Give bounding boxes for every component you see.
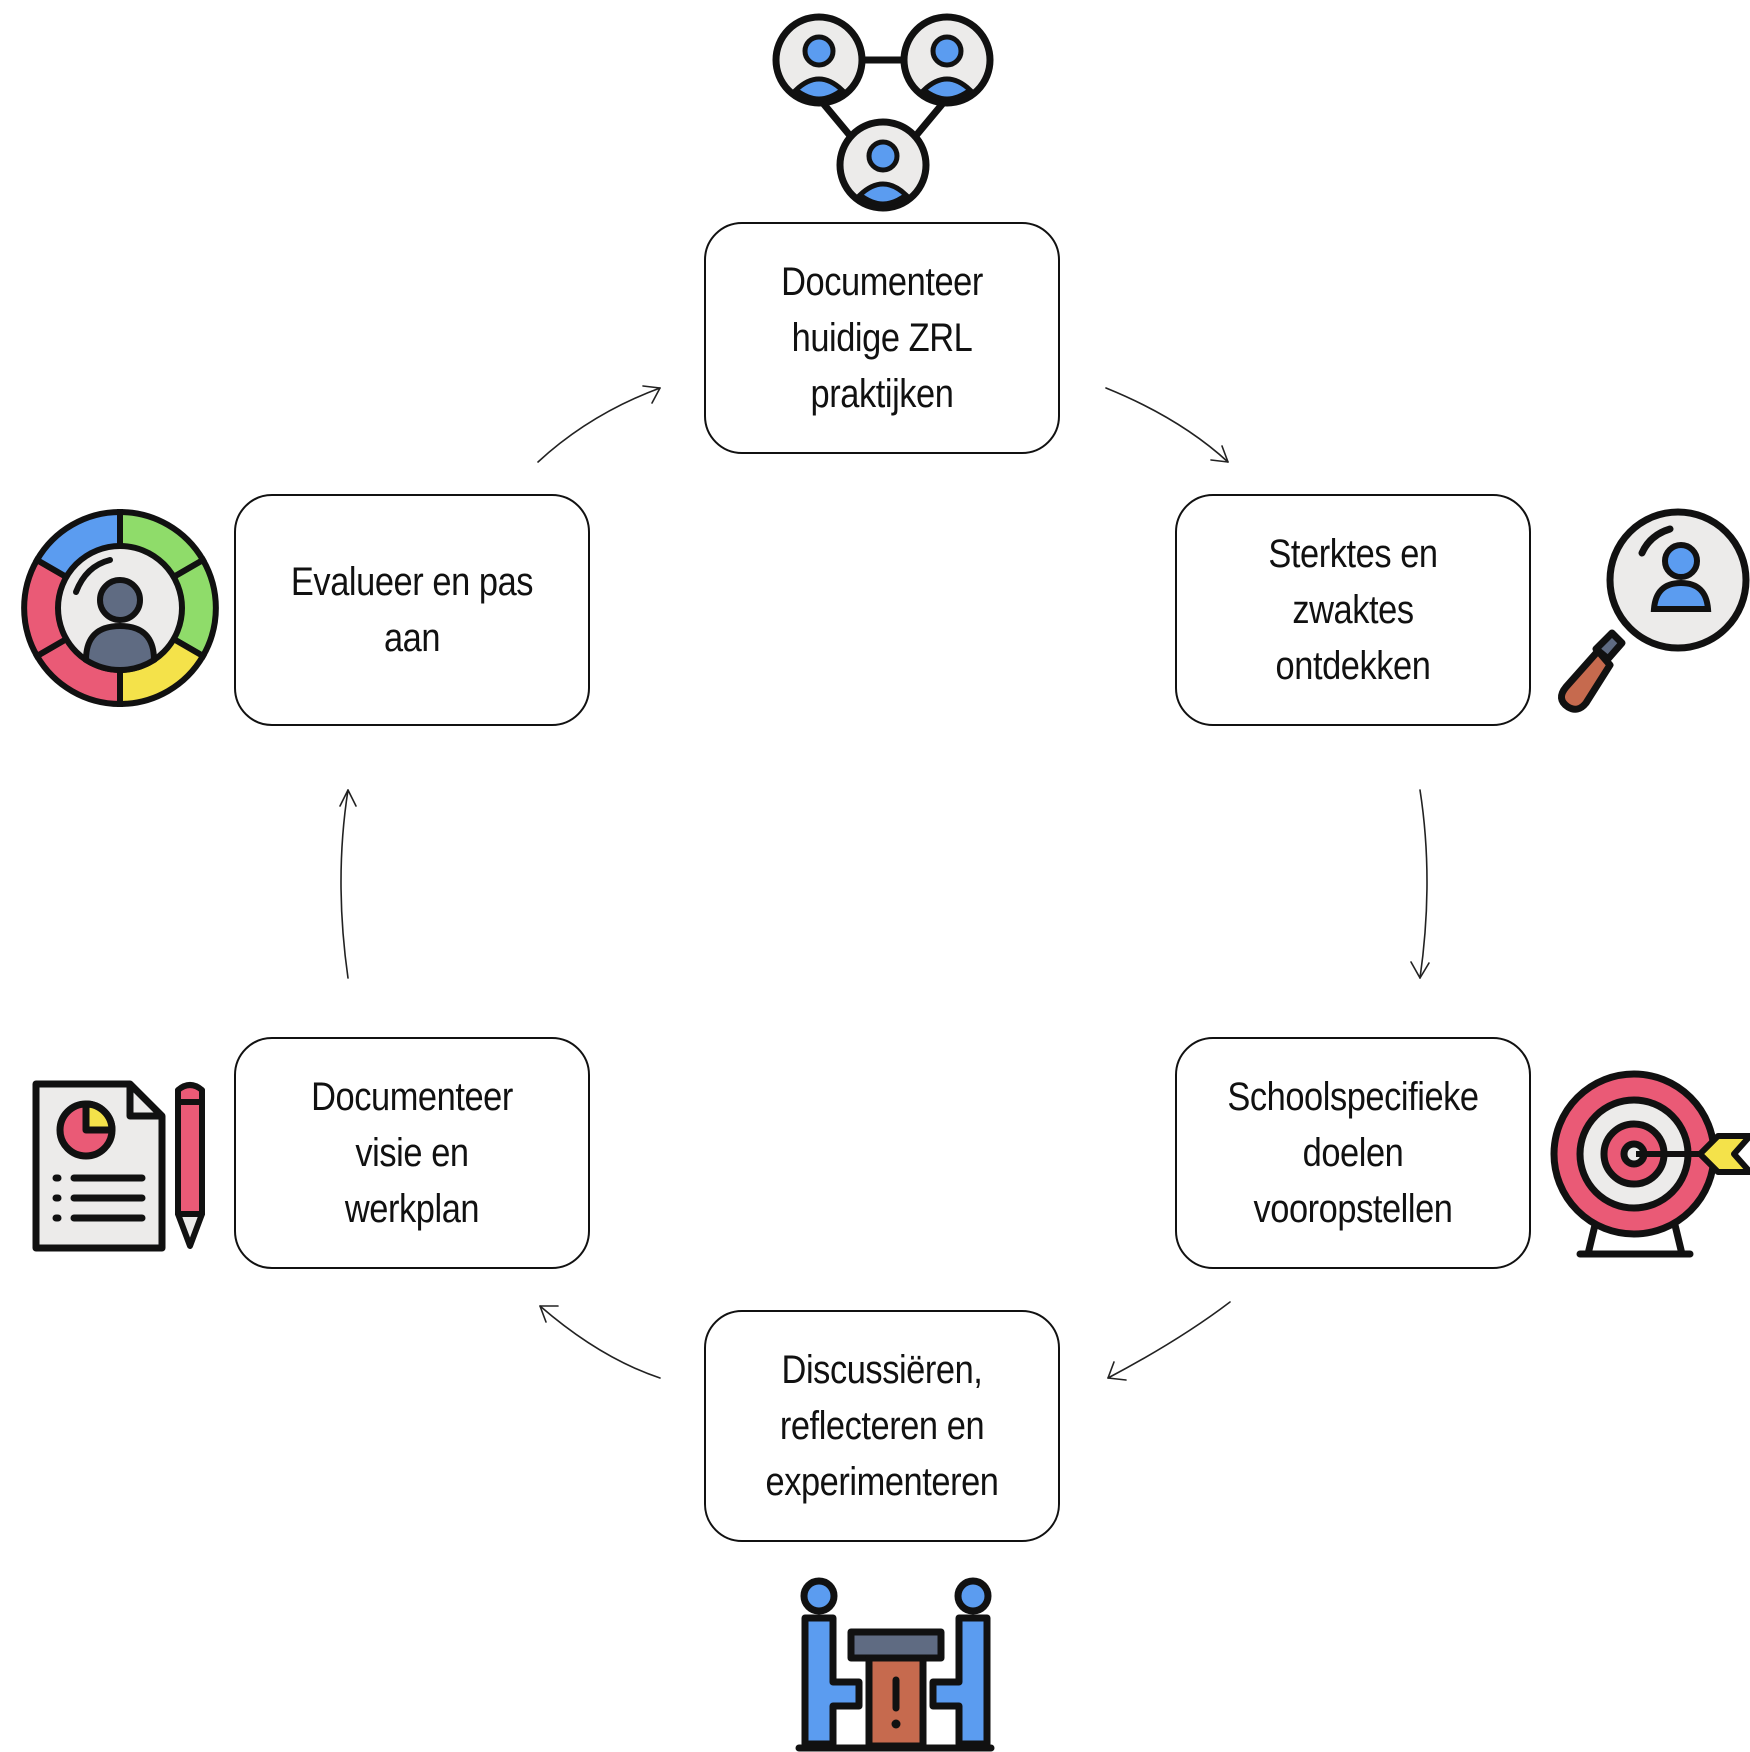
step-box-bottom: Discussiëren, reflecteren en experimente…: [704, 1310, 1060, 1542]
step-box-right-lower: Schoolspecifieke doelen vooropstellen: [1175, 1037, 1531, 1269]
step-box-left-lower: Documenteer visie en werkplan: [234, 1037, 590, 1269]
step-box-top: Documenteer huidige ZRL praktijken: [704, 222, 1060, 454]
step-label-right-upper: Sterktes en zwaktes ontdekken: [1268, 532, 1438, 688]
step-box-right-upper: Sterktes en zwaktes ontdekken: [1175, 494, 1531, 726]
target-arrow-icon: [1550, 1070, 1750, 1258]
evaluation-wheel-icon: [21, 508, 219, 708]
step-label-right-lower: Schoolspecifieke doelen vooropstellen: [1227, 1075, 1479, 1231]
arrow-top-to-right-upper: [1105, 387, 1229, 463]
step-label-top: Documenteer huidige ZRL praktijken: [781, 260, 983, 416]
people-network-icon: [772, 13, 994, 212]
step-box-left-upper: Evalueer en pas aan: [234, 494, 590, 726]
arrow-right-upper-to-right-lower: [1410, 789, 1430, 979]
step-label-left-lower: Documenteer visie en werkplan: [311, 1075, 513, 1231]
magnifier-user-icon: [1558, 508, 1750, 713]
document-pencil-icon: [32, 1080, 205, 1252]
step-label-left-upper: Evalueer en pas aan: [290, 560, 534, 660]
arrow-left-upper-to-top: [537, 385, 661, 463]
arrow-right-lower-to-bottom: [1107, 1301, 1231, 1381]
meeting-table-icon: [795, 1577, 995, 1752]
arrow-left-lower-to-left-upper: [339, 789, 357, 979]
arrow-bottom-to-left-lower: [539, 1305, 661, 1379]
step-label-bottom: Discussiëren, reflecteren en experimente…: [765, 1348, 999, 1504]
